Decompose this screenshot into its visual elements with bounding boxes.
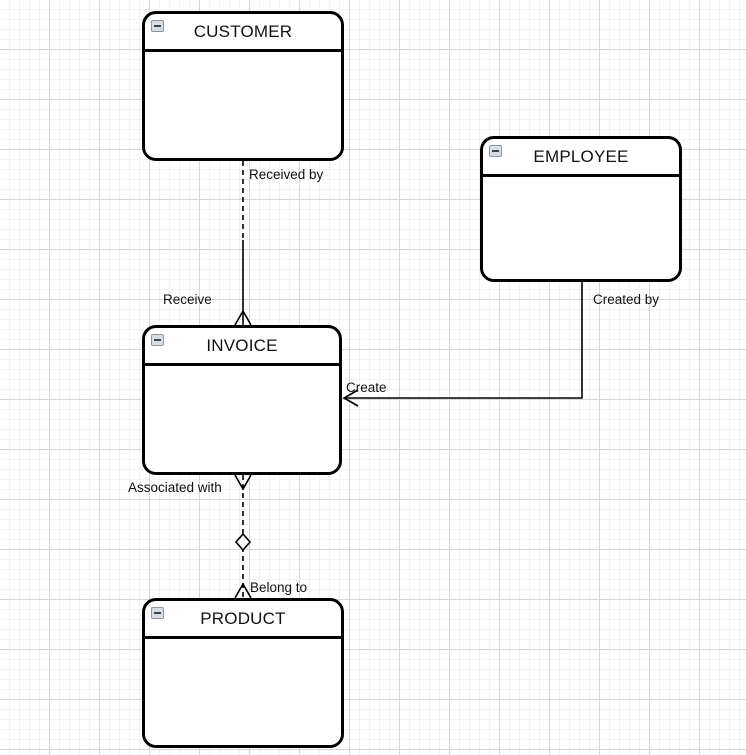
entity-customer[interactable]: CUSTOMER: [142, 11, 344, 161]
entity-product[interactable]: PRODUCT: [142, 598, 344, 748]
entity-employee-body[interactable]: [483, 177, 679, 279]
entity-invoice-body[interactable]: [145, 366, 339, 472]
entity-employee-header: EMPLOYEE: [483, 139, 679, 177]
entity-invoice[interactable]: INVOICE: [142, 325, 342, 475]
minus-icon[interactable]: [489, 145, 502, 157]
minus-icon[interactable]: [151, 20, 164, 32]
connector-label-belong-to[interactable]: Belong to: [250, 580, 308, 595]
connector-label-create[interactable]: Create: [346, 380, 387, 395]
minus-icon[interactable]: [151, 334, 164, 346]
entity-customer-title: CUSTOMER: [193, 22, 293, 41]
entity-product-header: PRODUCT: [145, 601, 341, 639]
connector-invoice-product-aggregation-diamond-icon: [234, 532, 252, 552]
entity-invoice-header: INVOICE: [145, 328, 339, 366]
connector-customer-invoice-arrowhead-icon: [234, 309, 252, 326]
entity-employee[interactable]: EMPLOYEE: [480, 136, 682, 282]
connector-invoice-product[interactable]: [234, 474, 252, 599]
connector-label-receive[interactable]: Receive: [163, 292, 212, 307]
connector-label-associated-with[interactable]: Associated with: [128, 480, 222, 495]
connector-customer-invoice[interactable]: [234, 161, 252, 326]
entity-customer-body[interactable]: [145, 52, 341, 158]
connector-invoice-product-arrowhead-bottom-icon: [234, 582, 252, 599]
entity-product-title: PRODUCT: [200, 609, 286, 628]
minus-icon[interactable]: [151, 607, 164, 619]
connector-label-created-by[interactable]: Created by: [593, 292, 660, 307]
connector-label-received-by[interactable]: Received by: [249, 167, 324, 182]
entity-customer-header: CUSTOMER: [145, 14, 341, 52]
connector-invoice-product-arrowhead-top-icon: [234, 474, 252, 491]
entity-invoice-title: INVOICE: [206, 336, 278, 355]
entity-employee-title: EMPLOYEE: [533, 147, 629, 166]
entity-product-body[interactable]: [145, 639, 341, 745]
